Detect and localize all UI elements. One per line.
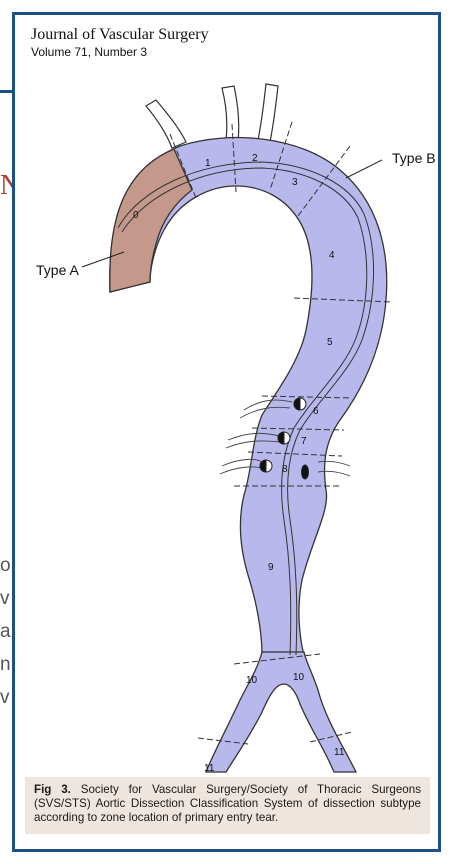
- caption-label: Fig 3.: [34, 783, 71, 796]
- background-text-fragment: a: [0, 621, 12, 643]
- zone-label: 7: [301, 436, 307, 447]
- zone-label: 10: [246, 675, 258, 686]
- journal-title: Journal of Vascular Surgery: [31, 26, 209, 44]
- zone-label: 11: [334, 747, 345, 758]
- journal-volume: Volume 71, Number 3: [31, 45, 147, 59]
- zone-label: 0: [133, 210, 139, 221]
- background-text-fragment: v: [0, 588, 12, 610]
- zone-label: 6: [313, 406, 319, 417]
- zone-label: 4: [329, 250, 335, 261]
- type-b-label: Type B: [392, 150, 436, 166]
- figure-caption: Fig 3. Society for Vascular Surgery/Soci…: [25, 777, 430, 834]
- zone-label: 8: [282, 464, 288, 475]
- zone-label: 9: [268, 562, 274, 573]
- background-text-fragment: n: [0, 654, 12, 676]
- caption-text: Society for Vascular Surgery/Society of …: [34, 783, 421, 824]
- background-heading-fragment: N: [0, 170, 12, 200]
- zone-label: 5: [327, 337, 333, 348]
- zone-label: 2: [252, 153, 258, 164]
- aortic-zone-diagram: Type A Type B 0 1 2 3 4 5 6 7 8 9 10 10 …: [15, 60, 440, 775]
- zone-label: 11: [204, 763, 215, 774]
- background-text-fragment: v: [0, 687, 12, 709]
- background-text-fragment: o: [0, 555, 12, 577]
- zone-label: 1: [205, 158, 211, 169]
- zone-label: 10: [293, 672, 305, 683]
- background-rule: [0, 90, 12, 93]
- zone-label: 3: [292, 177, 298, 188]
- type-a-label: Type A: [36, 262, 79, 278]
